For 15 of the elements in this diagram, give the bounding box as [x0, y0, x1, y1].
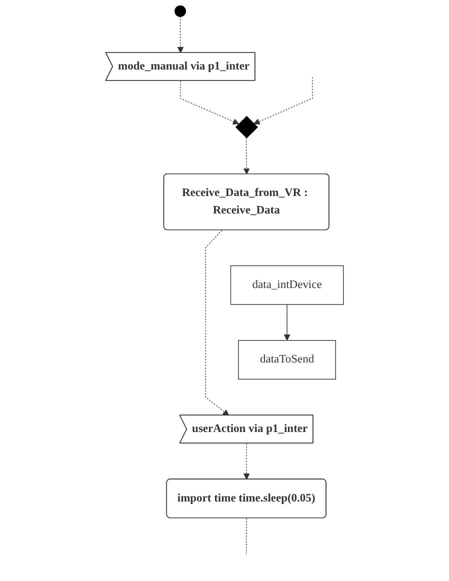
arrow — [180, 80, 240, 124]
arrow — [205, 230, 230, 416]
merge-diamond — [235, 116, 258, 138]
pin-box: data_intDevice — [230, 265, 344, 305]
arrow — [177, 16, 184, 54]
arrow — [284, 304, 290, 341]
send-signal-box: mode_manual via p1_inter — [105, 52, 256, 81]
arrow — [243, 138, 250, 174]
send-signal-box: userAction via p1_inter — [179, 414, 314, 444]
action-box: import time time.sleep(0.05) — [166, 478, 326, 518]
pin-box: dataToSend — [238, 340, 336, 380]
action-box: Receive_Data_from_VR : Receive_Data — [163, 173, 330, 230]
arrow — [254, 76, 313, 124]
initial-node — [174, 5, 186, 17]
arrow — [243, 443, 250, 480]
